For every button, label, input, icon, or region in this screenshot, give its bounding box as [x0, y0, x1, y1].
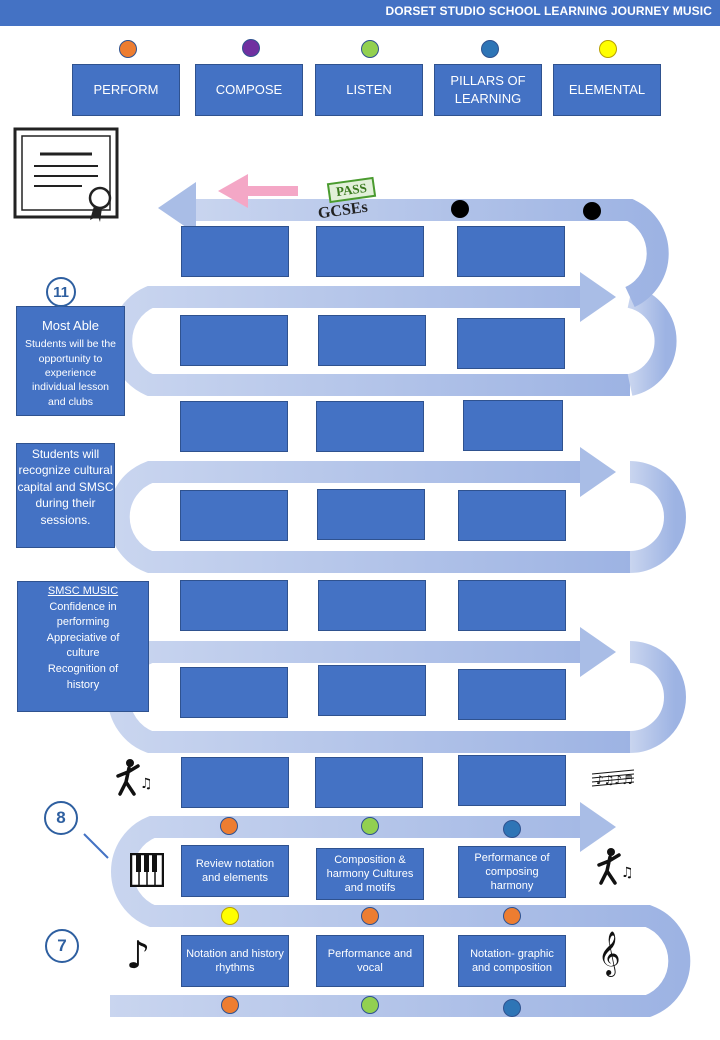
- treble-clef-icon: 𝄞: [598, 931, 621, 975]
- legend-dot-elemental: [599, 40, 617, 58]
- empty-box-r2c2: [318, 315, 426, 366]
- y7-dot-perform-a: [361, 907, 379, 925]
- pink-arrow-icon: [218, 174, 298, 208]
- y7-dot-perform-c: [221, 996, 239, 1014]
- music-staff-icon: ♪♫♪♬: [591, 766, 635, 790]
- svg-text:♫: ♫: [140, 776, 153, 792]
- empty-box-r3c1: [180, 401, 288, 452]
- empty-box-r5c1: [180, 580, 288, 631]
- empty-box-r1c3: [457, 226, 565, 277]
- empty-box-r1c1: [181, 226, 289, 277]
- empty-box-r4c1: [180, 490, 288, 541]
- empty-box-r2c1: [180, 315, 288, 366]
- dancer-icon-2: ♫: [595, 847, 635, 887]
- header-bar: DORSET STUDIO SCHOOL LEARNING JOURNEY MU…: [0, 0, 720, 26]
- year-badge-8: 8: [44, 801, 78, 835]
- pass-label: PASS: [326, 176, 376, 204]
- y7-dot-elemental: [221, 907, 239, 925]
- legend-dot-perform: [119, 40, 137, 58]
- most-able-text: Students will be the opportunity to expe…: [24, 338, 117, 408]
- y7-dot-listen: [361, 996, 379, 1014]
- empty-box-r5c3: [458, 580, 566, 631]
- y8-topic-3: Performance of composing harmony: [458, 846, 566, 898]
- empty-box-r5c2: [318, 580, 426, 631]
- gcses-label: GCSEs: [316, 198, 369, 223]
- y8-topic-2: Composition & harmony Cultures and motif…: [316, 848, 424, 900]
- smsc-note: SMSC MUSIC Confidence in performing Appr…: [17, 581, 149, 712]
- y7-topic-2: Performance and vocal: [316, 935, 424, 987]
- y8-dot-pillars: [503, 820, 521, 838]
- year-badge-7: 7: [45, 929, 79, 963]
- empty-box-r7c1: [181, 757, 289, 808]
- legend-elemental: ELEMENTAL: [553, 64, 661, 116]
- certificate-icon: [12, 126, 120, 222]
- y8-topic-1: Review notation and elements: [181, 845, 289, 897]
- smsc-line-2: Appreciative of culture: [46, 631, 120, 660]
- empty-box-r1c2: [316, 226, 424, 277]
- music-note-icon: ♪: [126, 933, 151, 977]
- empty-box-r6c1: [180, 667, 288, 718]
- badge-pointer: [83, 833, 109, 859]
- empty-box-r3c3: [463, 400, 563, 451]
- legend-compose: COMPOSE: [195, 64, 303, 116]
- empty-box-r6c2: [318, 665, 426, 716]
- smsc-line-1: Confidence in performing: [49, 600, 117, 629]
- dancer-icon: ♫: [114, 758, 154, 798]
- y8-dot-perform: [220, 817, 238, 835]
- y7-topic-3: Notation- graphic and composition: [458, 935, 566, 987]
- legend-dot-compose: [242, 39, 260, 57]
- empty-box-r2c3: [457, 318, 565, 369]
- gcse-stamp: PASS GCSEs: [316, 176, 388, 224]
- empty-box-r4c3: [458, 490, 566, 541]
- empty-box-r6c3: [458, 669, 566, 720]
- end-arrow-icon: [158, 182, 196, 234]
- year-badge-11: 11: [46, 277, 76, 307]
- empty-box-r4c2: [317, 489, 425, 540]
- legend-pillars: PILLARS OF LEARNING: [434, 64, 542, 116]
- empty-box-r7c3: [458, 755, 566, 806]
- cultural-capital-note: Students will recognize cultural capital…: [16, 443, 115, 548]
- empty-box-r7c2: [315, 757, 423, 808]
- legend-dot-listen: [361, 40, 379, 58]
- empty-box-r3c2: [316, 401, 424, 452]
- y8-dot-listen: [361, 817, 379, 835]
- page-title: DORSET STUDIO SCHOOL LEARNING JOURNEY MU…: [385, 4, 712, 18]
- y7-dot-pillars: [503, 999, 521, 1017]
- most-able-note: Most Able Students will be the opportuni…: [16, 306, 125, 416]
- piano-keys-icon: [129, 852, 165, 888]
- y7-topic-1: Notation and history rhythms: [181, 935, 289, 987]
- svg-text:♫: ♫: [621, 865, 634, 881]
- legend-perform: PERFORM: [72, 64, 180, 116]
- most-able-title: Most Able: [41, 318, 100, 333]
- legend-dot-pillars: [481, 40, 499, 58]
- svg-text:♪♫♪♬: ♪♫♪♬: [596, 773, 633, 787]
- smsc-title: SMSC MUSIC: [47, 585, 119, 597]
- legend-listen: LISTEN: [315, 64, 423, 116]
- smsc-line-3: Recognition of history: [47, 663, 119, 691]
- y7-dot-perform-b: [503, 907, 521, 925]
